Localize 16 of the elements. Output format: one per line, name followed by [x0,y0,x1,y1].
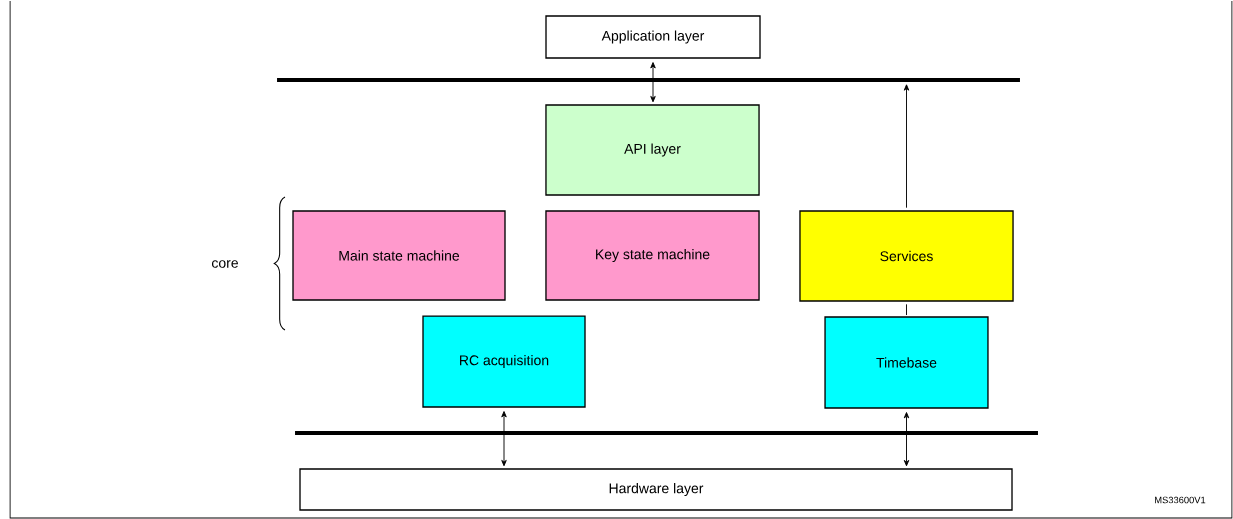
arrow [903,412,910,467]
group-label: core [211,260,238,268]
bus-bar [295,431,1038,435]
module-box: Main state machine [292,210,506,301]
layer-box: Application layer [545,15,761,59]
module-box: RC acquisition [422,315,586,408]
arrow [501,411,507,467]
arrow [903,84,910,209]
arrow [650,62,656,103]
layer-box: Hardware layer [299,468,1013,511]
figure-code: MS33600V1 [1155,496,1206,504]
module-box: Services [799,210,1014,302]
bus-bar [277,78,1020,82]
module-box: Timebase [824,316,989,409]
module-box: Key state machine [545,210,760,301]
module-box: API layer [545,104,760,196]
